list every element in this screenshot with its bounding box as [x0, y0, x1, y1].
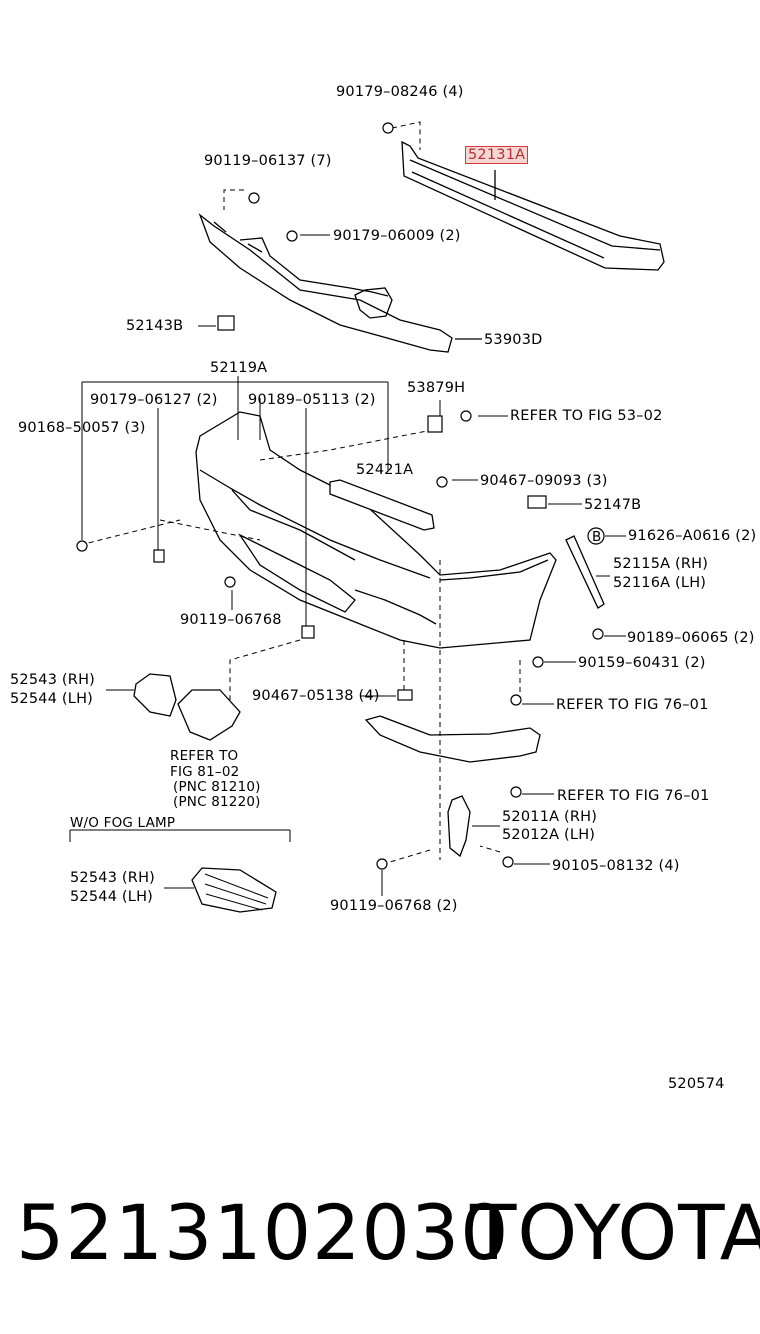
label-refer-to: REFER TO	[170, 748, 239, 764]
label-91626-a0616: 91626–A0616 (2)	[628, 528, 757, 544]
label-52543-rh-wo: 52543 (RH)	[70, 870, 156, 886]
label-52119a: 52119A	[210, 360, 268, 376]
label-fig-81-02: FIG 81–02	[170, 764, 240, 780]
part-number: 5213102030	[16, 1188, 510, 1277]
reinforcement-bar	[401, 140, 665, 271]
diagram-id: 520574	[668, 1076, 725, 1092]
label-52012a: 52012A (LH)	[502, 827, 596, 843]
fog-cover-left	[133, 673, 177, 717]
label-90105-08132: 90105–08132 (4)	[552, 858, 680, 874]
label-b-circle: B	[592, 529, 602, 545]
label-52544-lh: 52544 (LH)	[10, 691, 94, 707]
label-90119-06137: 90119–06137 (7)	[204, 153, 332, 169]
label-90159-60431: 90159–60431 (2)	[578, 655, 706, 671]
label-52115a: 52115A (RH)	[613, 556, 709, 572]
fog-cover-wo	[191, 867, 277, 913]
label-pnc-81210: (PNC 81210)	[173, 779, 261, 795]
label-90168-50057: 90168–50057 (3)	[18, 420, 146, 436]
label-52421a: 52421A	[356, 462, 414, 478]
label-52543-rh: 52543 (RH)	[10, 672, 96, 688]
lower-bracket	[447, 795, 471, 858]
label-52131a-highlighted[interactable]: 52131A	[465, 146, 529, 164]
label-90119-06768: 90119–06768	[180, 612, 282, 628]
label-90179-06009: 90179–06009 (2)	[333, 228, 461, 244]
label-52147b: 52147B	[584, 497, 642, 513]
label-refer-fig-53-02: REFER TO FIG 53–02	[510, 408, 663, 424]
label-52116a: 52116A (LH)	[613, 575, 707, 591]
label-90179-08246: 90179–08246 (4)	[336, 84, 464, 100]
lower-lip	[364, 715, 541, 763]
label-refer-fig-76-01-a: REFER TO FIG 76–01	[556, 697, 709, 713]
label-90119-06768-2: 90119–06768 (2)	[330, 898, 458, 914]
absorber	[329, 479, 435, 531]
upper-retainer	[198, 213, 482, 353]
label-pnc-81220: (PNC 81220)	[173, 794, 261, 810]
label-90467-05138: 90467–05138 (4)	[252, 688, 380, 704]
label-90189-05113: 90189–05113 (2)	[248, 392, 376, 408]
side-stay	[565, 535, 605, 609]
label-52143b: 52143B	[126, 318, 184, 334]
label-53903d: 53903D	[484, 332, 543, 348]
label-90179-06127: 90179–06127 (2)	[90, 392, 218, 408]
label-52011a: 52011A (RH)	[502, 809, 598, 825]
label-53879h: 53879H	[407, 380, 466, 396]
label-90189-06065: 90189–06065 (2)	[627, 630, 755, 646]
bumper-cover	[195, 411, 557, 649]
fog-lamp	[177, 689, 241, 741]
label-52544-lh-wo: 52544 (LH)	[70, 889, 154, 905]
label-refer-fig-76-01-b: REFER TO FIG 76–01	[557, 788, 710, 804]
brand-name: TOYOTA	[470, 1188, 760, 1277]
label-90467-09093: 90467–09093 (3)	[480, 473, 608, 489]
label-wo-fog-lamp: W/O FOG LAMP	[70, 815, 176, 831]
